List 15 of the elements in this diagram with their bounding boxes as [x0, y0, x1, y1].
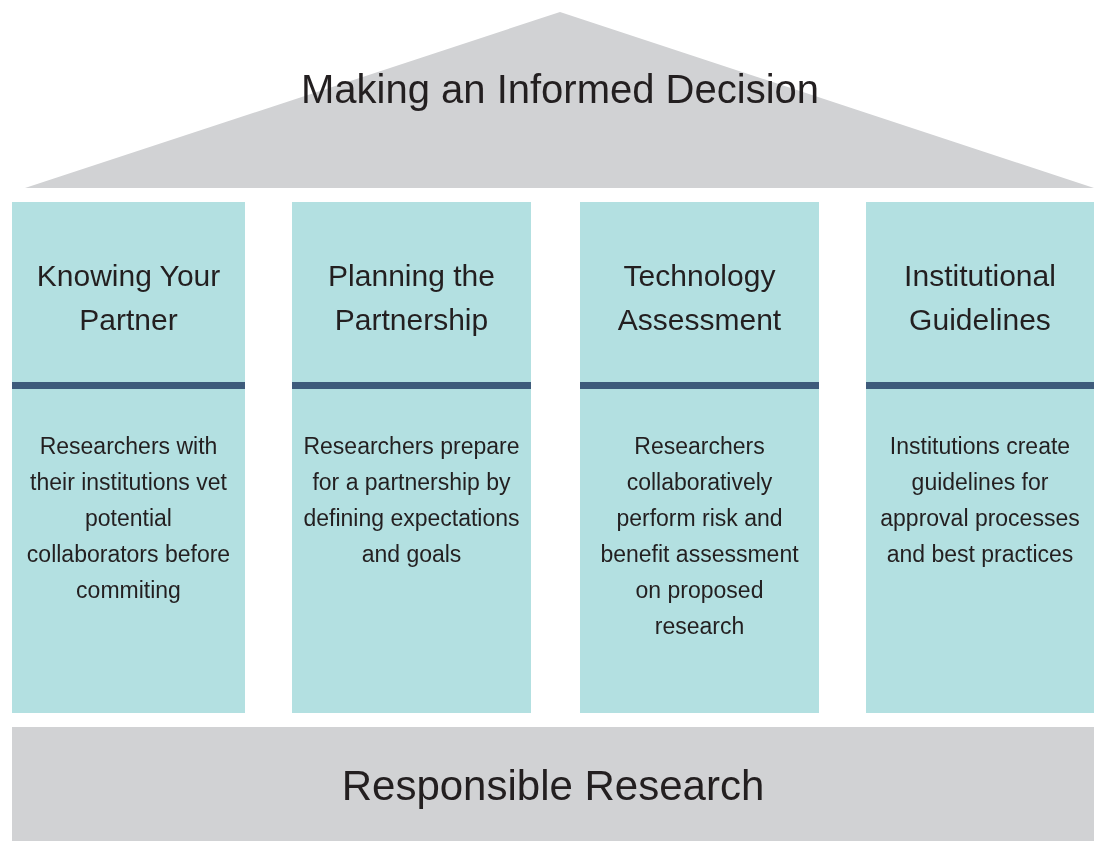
- foundation-bar: [12, 727, 1094, 841]
- pillar-heading: Planning the Partnership: [327, 258, 496, 338]
- pillar-description: Researchers with their institutions vet potential collaborators before commiting: [25, 432, 232, 605]
- pillar-panel: [12, 202, 245, 713]
- pillar-description: Researchers collaboratively perform risk and benefit assessment on proposed research: [599, 432, 800, 641]
- roof-title: Making an Informed Decision: [300, 66, 820, 113]
- pillar-heading: Knowing Your Partner: [35, 258, 222, 338]
- pillar-heading: Technology Assessment: [616, 258, 783, 338]
- foundation-label: Responsible Research: [340, 761, 766, 811]
- pillar-panel: [866, 202, 1094, 713]
- pillar-panel: [292, 202, 531, 713]
- pillar-heading: Institutional Guidelines: [903, 258, 1057, 338]
- pillar-description: Institutions create guidelines for approval processes and best practices: [879, 432, 1081, 569]
- pillar-description: Researchers prepare for a partnership by defining expectations and goals: [302, 432, 521, 569]
- pillar-panel: [580, 202, 819, 713]
